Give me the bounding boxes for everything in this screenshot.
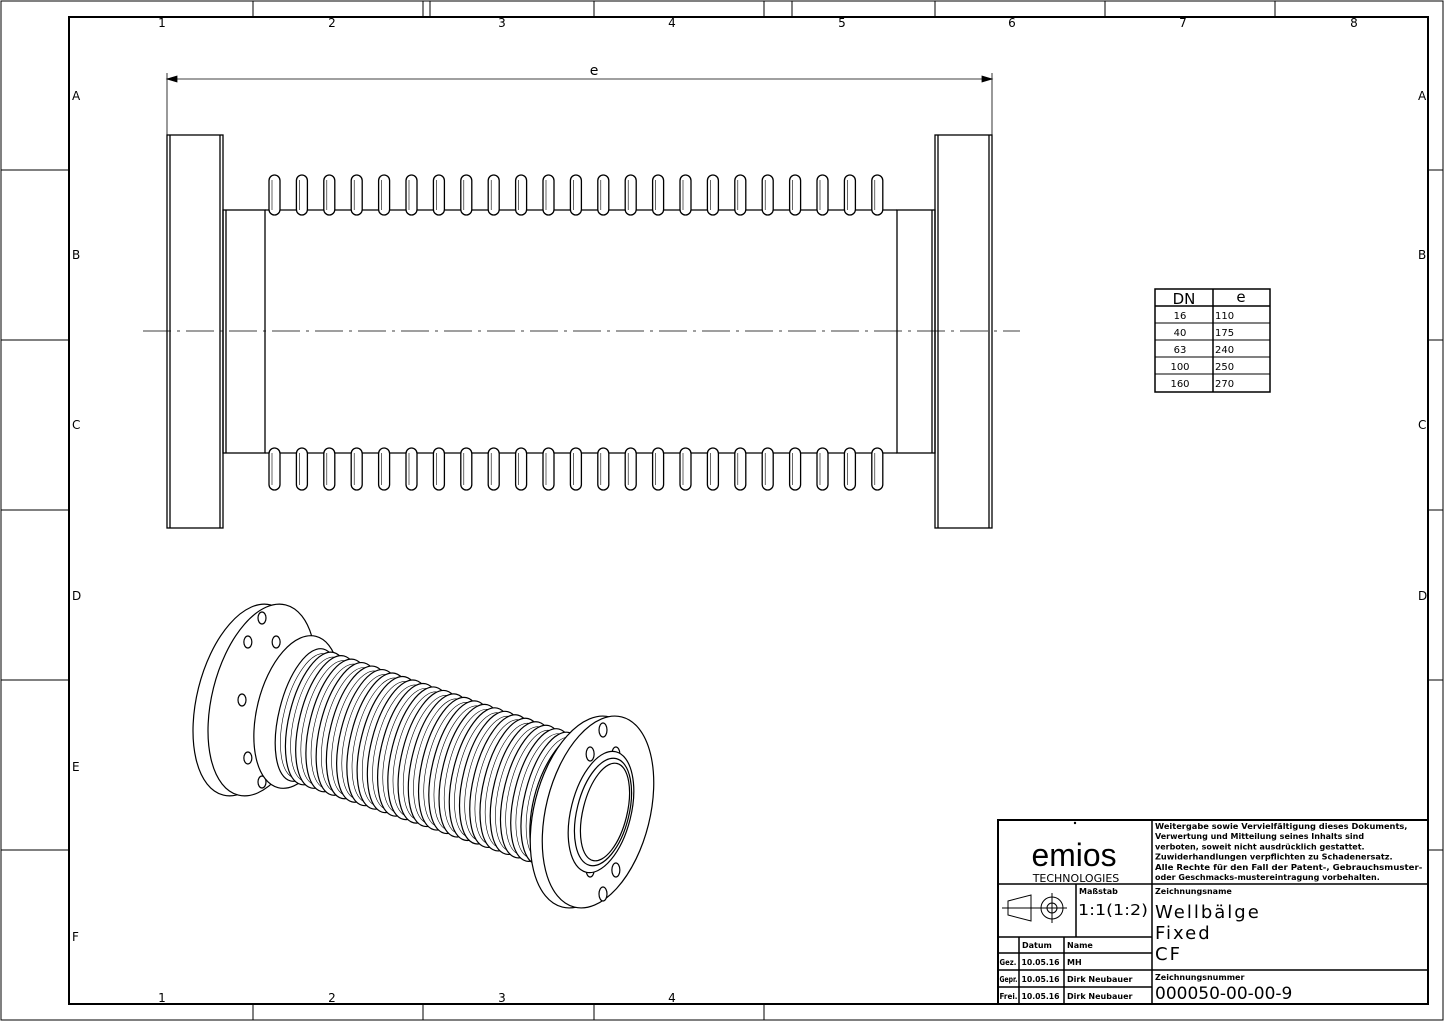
title-block [997, 819, 1429, 1005]
grid-column-label: 1 [158, 16, 166, 30]
table-cell-e: 240 [1215, 345, 1234, 356]
company-logo-sub: TECHNOLOGIES [1032, 872, 1120, 885]
copyright-notice-line: Zuwiderhandlungen verpflichten zu Schade… [1155, 853, 1393, 862]
dimension-label: e [590, 63, 599, 79]
header-datum: Datum [1022, 941, 1052, 950]
grid-column-label: 7 [1179, 16, 1187, 30]
signoff-date: 10.05.16 [1022, 992, 1060, 1001]
left-flange [166, 134, 224, 529]
bellows-isometric-view [192, 603, 655, 909]
drawing-name-label: Zeichnungsname [1155, 887, 1232, 896]
copyright-notice-line: Verwertung und Mitteilung seines Inhalts… [1155, 832, 1364, 841]
table-cell-e: 175 [1215, 328, 1234, 339]
bellows-side-view [143, 73, 1020, 529]
scale-value: 1:1(1:2) [1078, 901, 1148, 919]
title-block-text: emios TECHNOLOGIES Weitergabe sowie Verv… [1000, 821, 1422, 1004]
table-header-e: e [1236, 288, 1245, 306]
scale-label: Maßstab [1079, 887, 1118, 896]
grid-column-label: 4 [668, 16, 676, 30]
grid-row-label: C [1418, 418, 1426, 432]
grid-column-label: 5 [838, 16, 846, 30]
signoff-role: Gepr. [1000, 975, 1018, 984]
grid-column-label: 1 [158, 991, 166, 1005]
table-cell-dn: 40 [1174, 328, 1187, 339]
table-header-dn: DN [1173, 290, 1196, 308]
table-cell-e: 270 [1215, 379, 1234, 390]
grid-column-label: 2 [328, 16, 336, 30]
grid-column-label: 8 [1350, 16, 1358, 30]
grid-column-label: 3 [498, 991, 506, 1005]
copyright-notice-line: Weitergabe sowie Vervielfältigung dieses… [1155, 822, 1407, 831]
copyright-notice-line: oder Geschmacks-mustereintragung vorbeha… [1155, 873, 1380, 882]
copyright-notice-line: Alle Rechte für den Fall der Patent-, Ge… [1155, 863, 1422, 872]
grid-row-label: D [72, 589, 81, 603]
grid-column-label: 2 [328, 991, 336, 1005]
signoff-name: MH [1067, 958, 1082, 967]
drawing-name-line: Wellbälge [1155, 902, 1261, 923]
signoff-role: Gez. [1000, 958, 1017, 967]
signoff-role: Frei. [1000, 992, 1018, 1001]
copyright-notice-line: verboten, soweit nicht ausdrücklich gest… [1155, 842, 1365, 851]
drawing-name-line: Fixed [1155, 923, 1212, 944]
grid-row-label: A [72, 89, 81, 103]
grid-column-label: 3 [498, 16, 506, 30]
table-cell-dn: 63 [1174, 345, 1187, 356]
grid-row-label: E [72, 760, 80, 774]
drawing-name-line: CF [1155, 944, 1182, 965]
table-cell-dn: 16 [1174, 311, 1187, 322]
grid-row-label: D [1418, 589, 1427, 603]
projection-symbol-icon [1002, 893, 1067, 923]
grid-row-label: C [72, 418, 80, 432]
drawing-number-label: Zeichnungsnummer [1155, 973, 1244, 982]
grid-column-label: 4 [668, 991, 676, 1005]
grid-row-label: B [72, 248, 80, 262]
left-hub [222, 209, 266, 454]
table-cell-e: 250 [1215, 362, 1234, 373]
convolutions [265, 174, 897, 491]
dn-table [1154, 288, 1271, 393]
right-hub [896, 209, 936, 454]
signoff-name: Dirk Neubauer [1067, 992, 1132, 1001]
grid-row-label: B [1418, 248, 1426, 262]
company-logo: emios [1032, 837, 1117, 873]
drawing-number: 000050-00-00-9 [1155, 984, 1292, 1004]
grid-row-label: F [72, 930, 79, 944]
dimension-e [165, 73, 994, 135]
header-name: Name [1067, 941, 1093, 950]
grid-column-label: 6 [1008, 16, 1016, 30]
table-cell-dn: 160 [1170, 379, 1189, 390]
grid-row-label: A [1418, 89, 1427, 103]
table-cell-e: 110 [1215, 311, 1234, 322]
table-cell-dn: 100 [1170, 362, 1189, 373]
signoff-name: Dirk Neubauer [1067, 975, 1132, 984]
signoff-date: 10.05.16 [1022, 958, 1060, 967]
signoff-date: 10.05.16 [1022, 975, 1060, 984]
right-flange [934, 134, 993, 529]
